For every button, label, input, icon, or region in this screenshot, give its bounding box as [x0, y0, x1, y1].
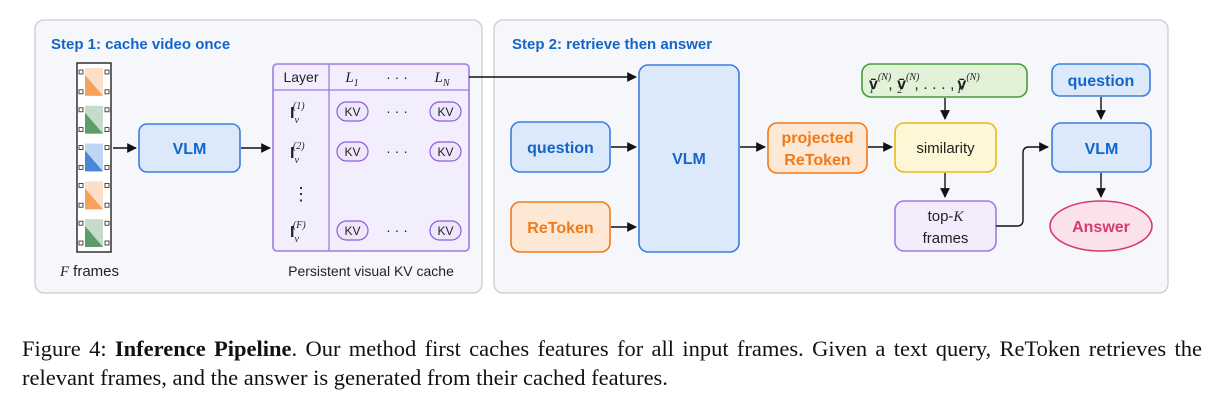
- video-frame-4: [78, 181, 110, 210]
- video-frame-1: [78, 68, 110, 96]
- projected-retoken-line1: projected: [781, 130, 853, 147]
- cache-row-2: Iv(2) KV · · · KV: [290, 141, 462, 166]
- caption-bold-title: Inference Pipeline: [114, 336, 292, 361]
- retoken-label: ReToken: [527, 220, 593, 237]
- svg-text:KV: KV: [437, 105, 453, 119]
- table-header-l1: L1: [344, 70, 358, 89]
- vlm-answer-label: VLM: [1085, 141, 1119, 158]
- vlm-retrieval-label: VLM: [672, 151, 706, 168]
- svg-text:· · ·: · · ·: [386, 103, 408, 119]
- question-label: question: [527, 140, 594, 157]
- video-frame-3: [78, 143, 110, 172]
- row-2-kv-left: [336, 141, 369, 162]
- answer-label: Answer: [1072, 219, 1130, 236]
- video-frame-5: [78, 219, 110, 247]
- figure-caption: Figure 4: Inference Pipeline. Our method…: [22, 334, 1202, 392]
- topk-line2: frames: [923, 230, 969, 247]
- rows-vertical-ellipsis: ⋮: [292, 184, 310, 204]
- svg-text:KV: KV: [437, 145, 453, 159]
- question-box: [510, 121, 611, 173]
- row-1-kv-right: [429, 101, 462, 122]
- vlm-answer-box: [1051, 122, 1152, 173]
- caption-prefix: Figure 4:: [22, 336, 115, 361]
- row-1-frame-symbol: Iv(1): [290, 101, 305, 126]
- row-f-frame-symbol: Iv(F): [290, 220, 306, 245]
- question-2-box: [1051, 63, 1151, 97]
- table-header-dots: · · ·: [386, 69, 408, 85]
- cache-row-1: Iv(1) KV · · · KV: [290, 101, 462, 126]
- svg-text:KV: KV: [344, 105, 360, 119]
- table-header-ln: LN: [433, 70, 450, 89]
- row-f-kv-right: [429, 220, 462, 241]
- video-frame-2: [78, 105, 110, 134]
- kv-cache-table: [272, 63, 470, 252]
- step2-title: Step 2: retrieve then answer: [512, 36, 712, 53]
- projected-retoken-box: [767, 122, 868, 174]
- svg-text:KV: KV: [437, 224, 453, 238]
- row-2-frame-symbol: Iv(2): [290, 141, 305, 166]
- projected-retoken-line2: ReToken: [784, 152, 850, 169]
- svg-text:KV: KV: [344, 145, 360, 159]
- question-2-label: question: [1068, 73, 1135, 90]
- svg-text:· · ·: · · ·: [386, 222, 408, 238]
- answer-ellipse: [1049, 200, 1153, 252]
- video-frames-filmstrip: [76, 62, 112, 253]
- svg-text:· · ·: · · ·: [386, 143, 408, 159]
- row-1-kv-left: [336, 101, 369, 122]
- vlm-retrieval-box: [638, 64, 740, 253]
- cache-row-f: Iv(F) KV · · · KV: [290, 220, 462, 245]
- frame-vectors-box: [861, 63, 1028, 98]
- table-header-layer: Layer: [283, 69, 318, 85]
- row-2-kv-right: [429, 141, 462, 162]
- retoken-box: [510, 201, 611, 253]
- similarity-box: [894, 122, 997, 173]
- step1-title: Step 1: cache video once: [51, 36, 230, 53]
- similarity-label: similarity: [916, 140, 975, 157]
- row-f-kv-left: [336, 220, 369, 241]
- frame-vectors-expression: v̄(N)1, v̄(N)2, . . . ,v̄(N)F: [869, 72, 980, 96]
- arrow-topk-to-vlm: [996, 142, 1049, 227]
- vlm-encoder-label: VLM: [173, 141, 207, 158]
- vlm-encoder-box: [138, 123, 241, 173]
- caption-text: . Our method first caches features for a…: [22, 336, 1202, 390]
- topk-line1: top-K: [928, 208, 965, 225]
- svg-text:KV: KV: [344, 224, 360, 238]
- kv-cache-label: Persistent visual KV cache: [288, 263, 454, 279]
